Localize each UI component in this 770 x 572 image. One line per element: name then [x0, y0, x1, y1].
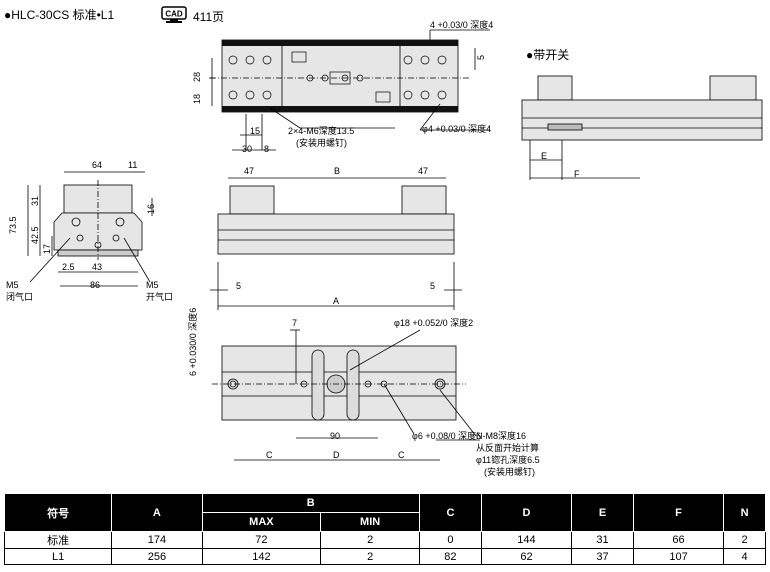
- cell-c: 0: [419, 531, 482, 549]
- col-a: A: [111, 493, 203, 532]
- cell-b-max: 142: [201, 548, 322, 565]
- dim-31: 31: [30, 195, 40, 206]
- dim-18: 18: [192, 93, 202, 104]
- dim-7: 7: [292, 318, 298, 328]
- dim-28: 28: [192, 71, 202, 82]
- dim-64: 64: [92, 160, 103, 170]
- cell-a: 174: [111, 531, 203, 549]
- cell-b-max: 72: [201, 531, 322, 549]
- dim-11: 11: [128, 160, 138, 170]
- note-thread-2: 从反面开始计算: [476, 443, 540, 453]
- cell-d: 144: [480, 531, 573, 549]
- col-e: E: [571, 493, 634, 532]
- cell-b-min: 2: [320, 548, 421, 565]
- dim-47-left: 47: [244, 166, 255, 176]
- dim-15: 15: [250, 126, 261, 136]
- switch-view: [521, 75, 763, 180]
- cell-n: 4: [723, 548, 766, 565]
- dim-90: 90: [330, 431, 341, 441]
- col-b: B: [201, 493, 421, 513]
- dim-73-5: 73.5: [8, 216, 18, 234]
- col-f: F: [632, 493, 725, 532]
- col-c: C: [419, 493, 482, 532]
- dim-5: 5: [476, 54, 486, 60]
- dim-a: A: [333, 296, 340, 306]
- spec-table: 符号 A B C D E F N MAX MIN 标准 174 72 2 0 1…: [3, 493, 766, 565]
- front-view: [210, 177, 462, 310]
- cell-e: 31: [571, 531, 634, 549]
- note-thread-4: (安装用螺钉): [484, 467, 535, 477]
- cell-b-min: 2: [320, 531, 421, 549]
- col-b-max: MAX: [201, 512, 322, 532]
- note-thread-3: φ11锪孔深度6.5: [476, 455, 540, 465]
- dim-f: F: [574, 169, 580, 179]
- cell-symbol: 标准: [3, 531, 113, 549]
- dim-5-right: 5: [430, 281, 436, 291]
- dim-e: E: [541, 151, 548, 161]
- cad-page-ref: 411页: [193, 10, 225, 24]
- bottom-view: [212, 329, 480, 461]
- cell-symbol: L1: [3, 548, 113, 565]
- dim-6-groove: 6 +0.030/0 深度6: [188, 307, 198, 376]
- dim-16: 16: [146, 203, 156, 214]
- note-tap-sub: (安装用螺钉): [296, 138, 347, 148]
- cell-a: 256: [111, 548, 203, 565]
- port-left-label: 闭气口: [6, 292, 34, 302]
- note-center-bore: φ18 +0.052/0 深度2: [394, 318, 474, 328]
- cad-icon[interactable]: CAD: [161, 6, 187, 24]
- cell-d: 62: [480, 548, 573, 565]
- port-right-label: 开气口: [146, 292, 174, 302]
- cell-c: 82: [419, 548, 482, 565]
- side-view: [27, 171, 153, 287]
- dim-30: 30: [242, 144, 253, 154]
- cell-f: 107: [632, 548, 725, 565]
- note-pin-hole: φ6 +0.08/0 深度6: [412, 431, 482, 441]
- dim-5-left: 5: [236, 281, 242, 291]
- table-row: 标准 174 72 2 0 144 31 66 2: [3, 531, 766, 549]
- dim-43: 43: [92, 262, 103, 272]
- dim-c-right: C: [398, 450, 405, 460]
- dim-d: D: [333, 450, 340, 460]
- switch-view-label: ●带开关: [526, 48, 570, 62]
- dim-b: B: [334, 166, 341, 176]
- top-view: [209, 29, 490, 151]
- note-tap: 2×4-M6深度13.5: [288, 126, 355, 136]
- cell-e: 37: [571, 548, 634, 565]
- dim-c-left: C: [266, 450, 273, 460]
- note-groove: 4 +0.03/0 深度4: [430, 20, 494, 30]
- cad-badge-text: CAD: [165, 10, 183, 19]
- dim-17: 17: [42, 243, 52, 254]
- dim-86: 86: [90, 280, 101, 290]
- dim-42-5: 42.5: [30, 226, 40, 244]
- cell-f: 66: [632, 531, 725, 549]
- col-n: N: [723, 493, 766, 532]
- col-d: D: [480, 493, 573, 532]
- port-left: M5: [6, 280, 19, 290]
- col-symbol: 符号: [3, 493, 113, 532]
- note-pin: φ4 +0.03/0 深度4: [422, 124, 492, 134]
- dim-8: 8: [264, 144, 270, 154]
- table-row: L1 256 142 2 82 62 37 107 4: [3, 548, 766, 565]
- port-right: M5: [146, 280, 159, 290]
- note-thread: N-M8深度16: [476, 431, 527, 441]
- cell-n: 2: [723, 531, 766, 549]
- drawing-title: ●HLC-30CS 标准•L1: [4, 8, 115, 22]
- dim-47-right: 47: [418, 166, 429, 176]
- col-b-min: MIN: [320, 512, 421, 532]
- dim-2-5: 2.5: [62, 262, 75, 272]
